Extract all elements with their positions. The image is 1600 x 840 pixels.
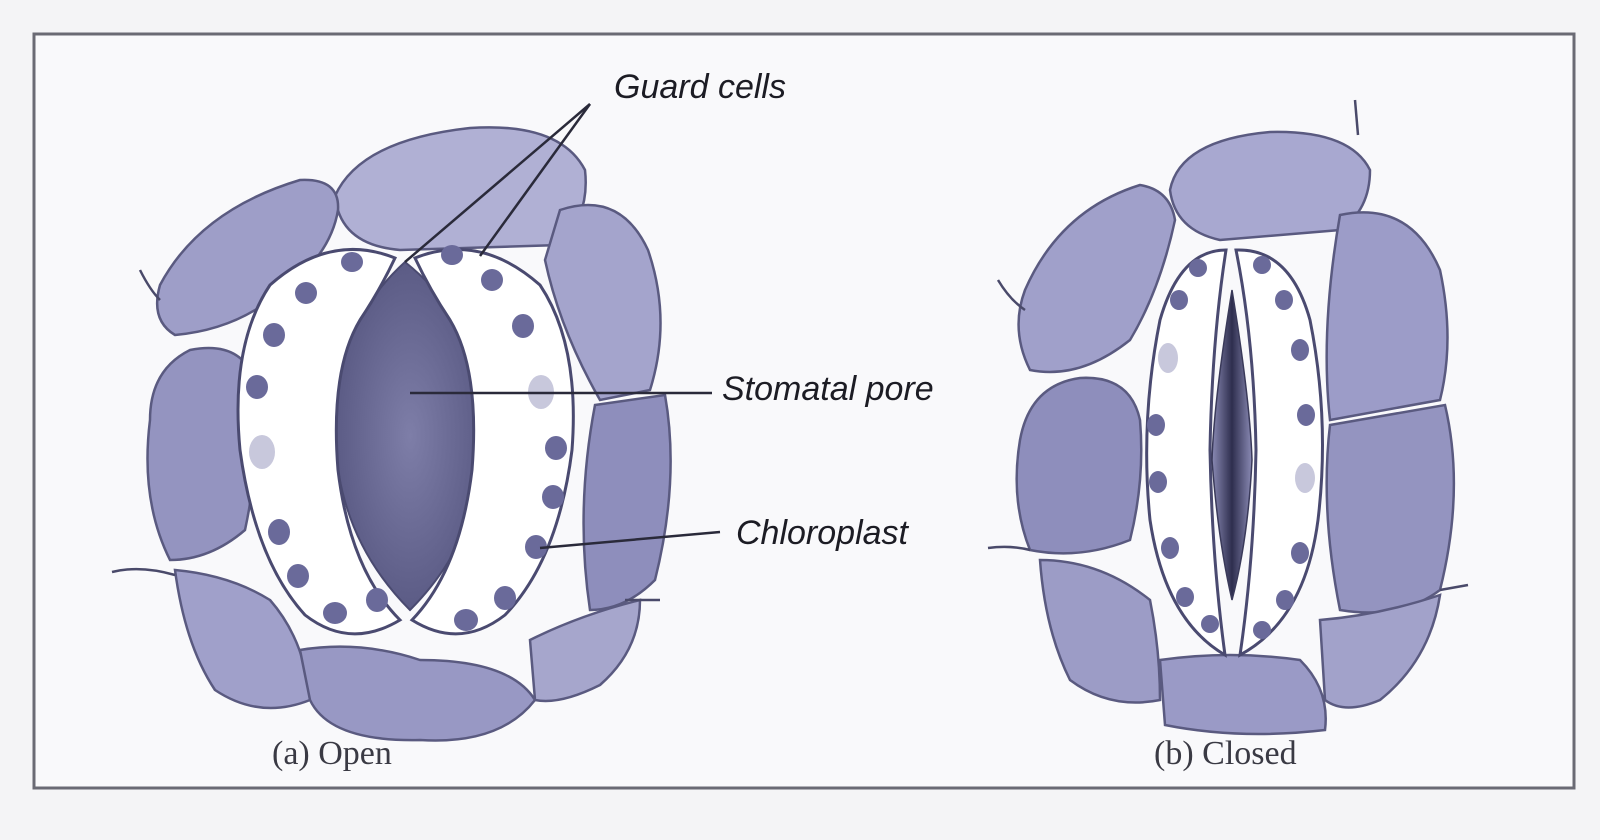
epidermal-cell <box>1325 211 1449 422</box>
chloroplast <box>1275 290 1293 310</box>
cell-wall-line <box>987 545 1031 552</box>
cell-wall-line <box>1439 583 1469 592</box>
epidermal-cell <box>582 393 672 612</box>
chloroplast <box>287 564 309 588</box>
closed-epidermal-cells <box>1015 130 1456 736</box>
epidermal-cell <box>1017 183 1177 374</box>
epidermal-cell <box>155 178 340 337</box>
epidermal-cell <box>1015 376 1143 555</box>
chloroplast <box>1189 259 1207 277</box>
chloroplast <box>1253 621 1271 639</box>
cell-wall-line <box>996 279 1026 312</box>
chloroplast <box>246 375 268 399</box>
chloroplast <box>525 535 547 559</box>
open-stoma <box>111 126 672 742</box>
chloroplast <box>295 282 317 304</box>
leader-lines <box>404 103 721 550</box>
chloroplast <box>263 323 285 347</box>
chloroplast <box>323 602 347 624</box>
cell-wall-line <box>111 567 176 577</box>
closed-left-chloroplasts <box>1147 259 1219 633</box>
chloroplast-label: Chloroplast <box>736 514 910 552</box>
epidermal-cell <box>543 203 662 402</box>
guard-cells-pointer-2 <box>478 103 592 257</box>
chloroplast <box>454 609 478 631</box>
stomatal-pore-label: Stomatal pore <box>722 370 934 408</box>
chloroplast <box>1147 414 1165 436</box>
chloroplast <box>1297 404 1315 426</box>
chloroplast <box>542 485 564 509</box>
chloroplast <box>481 269 503 291</box>
epidermal-cell <box>1325 403 1456 614</box>
chloroplast <box>1149 471 1167 493</box>
chloroplast <box>1158 343 1178 373</box>
chloroplast <box>1201 615 1219 633</box>
epidermal-cell <box>333 126 587 252</box>
chloroplast <box>494 586 516 610</box>
chloroplast <box>1291 339 1309 361</box>
chloroplast <box>1276 590 1294 610</box>
chloroplast-pointer <box>539 530 721 550</box>
epidermal-cell <box>1318 593 1442 709</box>
chloroplast <box>1291 542 1309 564</box>
guard-cells-label: Guard cells <box>614 68 786 106</box>
caption-closed: (b) Closed <box>1154 735 1297 772</box>
cell-wall-line <box>138 269 161 301</box>
open-left-chloroplasts <box>246 252 388 624</box>
chloroplast <box>268 519 290 545</box>
chloroplast <box>441 245 463 265</box>
caption-open: (a) Open <box>272 735 392 772</box>
chloroplast <box>1253 256 1271 274</box>
chloroplast <box>512 314 534 338</box>
chloroplast <box>341 252 363 272</box>
epidermal-cell <box>528 598 642 703</box>
chloroplast <box>249 435 275 469</box>
chloroplast <box>1170 290 1188 310</box>
chloroplast <box>1295 463 1315 493</box>
epidermal-cell <box>1038 558 1162 704</box>
chloroplast <box>1161 537 1179 559</box>
chloroplast <box>545 436 567 460</box>
cell-wall-line <box>1353 99 1360 136</box>
open-epidermal-cells <box>146 126 672 742</box>
closed-right-chloroplasts <box>1253 256 1315 639</box>
epidermal-cell <box>1168 130 1372 242</box>
stomatal-pore-closed <box>1211 289 1253 601</box>
epidermal-cell <box>1158 653 1327 736</box>
chloroplast <box>1176 587 1194 607</box>
guard-cells-pointer-1 <box>404 103 591 263</box>
closed-stoma <box>987 99 1469 736</box>
chloroplast <box>366 588 388 612</box>
